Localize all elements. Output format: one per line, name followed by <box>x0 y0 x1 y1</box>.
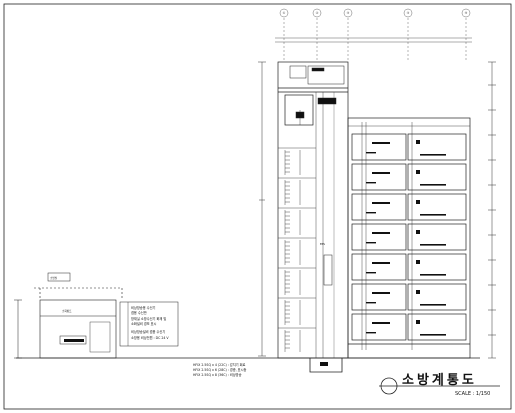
legend-note-3: 방재실 소방수신기 화재 및 <box>131 316 166 321</box>
floor-block <box>347 117 471 359</box>
shaft-label: EPS <box>320 242 325 246</box>
right-dimension <box>488 61 496 359</box>
grid-labels: ① ② ③ ④ ⑤ <box>283 11 468 15</box>
roof-equipment <box>289 65 345 125</box>
room-label-box <box>47 272 71 282</box>
drawing-scale: SCALE : 1/150 <box>455 391 490 397</box>
legend-note-4: 소화설비 경보 표시 <box>131 321 157 326</box>
drawing-title: 소방계통도 <box>402 372 477 388</box>
sheet-border <box>3 3 512 410</box>
title-block: 소방계통도 SCALE : 1/150 <box>379 372 500 397</box>
cable-note-3: HFIX 2.5SQ x 8 (36C) : 비상방송 <box>193 372 242 377</box>
grid-label-5: ⑤ <box>465 11 468 15</box>
cable-notes: HFIX 2.5SQ x 4 (22C) : 감지기 회로 HFIX 2.5SQ… <box>193 362 247 377</box>
cable-note-2: HFIX 2.5SQ x 6 (28C) : 경종, 표시등 <box>193 367 247 372</box>
legend-box: 비상방송용 수신기 겸용 수신반 방재실 소방수신기 화재 및 소화설비 경보 … <box>119 301 179 347</box>
floor-devices <box>366 140 446 336</box>
basement-room <box>14 287 123 359</box>
grid-label-4: ④ <box>407 11 410 15</box>
legend-note-1: 비상방송용 수신기 <box>131 305 156 310</box>
riser-lines <box>348 122 470 350</box>
cable-note-1: HFIX 2.5SQ x 4 (22C) : 감지기 회로 <box>193 362 246 367</box>
column-grid <box>275 8 472 60</box>
tower-core <box>277 61 349 359</box>
legend-note-2: 겸용 수신반 <box>131 310 147 315</box>
ground-line <box>16 357 480 373</box>
grid-label-3: ③ <box>347 11 350 15</box>
left-dimension <box>258 61 266 357</box>
basement-room-label: 소방실 <box>50 276 58 280</box>
grid-label-1: ① <box>283 11 286 15</box>
legend-note-6: 소방용 비상전원 : DC 24 V <box>131 335 169 340</box>
grid-label-2: ② <box>316 11 319 15</box>
stair-risers <box>278 147 316 352</box>
legend-note-5: 비상방송설비 겸용 수신기 <box>131 329 165 334</box>
pump-label: 소화펌프 <box>62 309 72 313</box>
